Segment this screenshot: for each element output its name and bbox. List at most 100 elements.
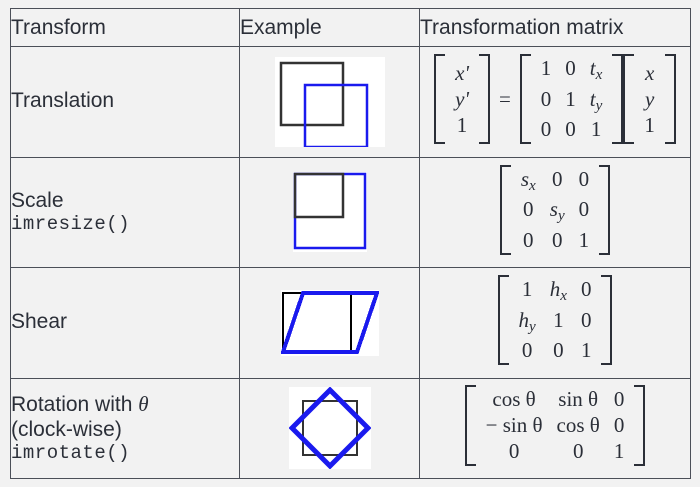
source-square-black	[293, 173, 344, 219]
m-0-0: 1	[521, 277, 533, 302]
example-cell-shear	[239, 267, 420, 379]
example-cell-translation	[239, 46, 420, 158]
table-row: Scale imresize() sx 0 0	[10, 156, 691, 268]
rotation-matrix: cos θ sin θ 0 − sin θ cos θ 0 0 0 1	[476, 385, 635, 466]
translation-matrix: 1 0 tx 0 1 ty 0 0 1	[531, 54, 613, 144]
bracket-left	[434, 54, 446, 145]
m-0-2: 0	[613, 387, 625, 412]
m-0-2: tx	[589, 56, 603, 84]
transform-label: Scale	[11, 188, 64, 212]
rotation-svg	[287, 386, 372, 470]
transform-label: Translation	[11, 89, 115, 113]
transform-name-shear: Shear	[10, 267, 240, 379]
function-name-imresize: imresize()	[11, 213, 131, 236]
table-row: Translation x' y' 1	[10, 46, 691, 158]
bracket-left	[497, 275, 509, 366]
m-0-1: sin θ	[558, 387, 599, 412]
lhs-vector: x' y' 1	[445, 59, 479, 140]
m-0-1: hx	[549, 277, 567, 305]
scaled-square-blue	[293, 173, 366, 250]
transform-name-scale: Scale imresize()	[10, 156, 240, 268]
rhs-x: x	[644, 60, 655, 85]
sheared-parallelogram-blue	[279, 290, 380, 354]
m-2-0: 0	[523, 227, 534, 252]
m-2-0: 0	[540, 117, 552, 142]
m-1-0: hy	[518, 307, 536, 335]
rhs-vector: x y 1	[634, 59, 665, 140]
bracket-right	[599, 164, 611, 255]
translation-diagram	[274, 56, 385, 148]
m-0-1: 0	[551, 166, 563, 191]
m-2-1: 0	[551, 227, 563, 252]
m-1-0: − sin θ	[485, 413, 543, 438]
example-cell-scale	[239, 156, 420, 268]
m-1-2: 0	[613, 413, 625, 438]
transform-name-translation: Translation	[10, 46, 240, 158]
scale-matrix: sx 0 0 0 sy 0 0 0 1	[511, 165, 599, 255]
m-2-1: 0	[553, 338, 564, 363]
m-1-1: sy	[549, 197, 565, 225]
m-2-2: 1	[613, 439, 625, 464]
bracket-right	[612, 54, 624, 145]
matrix-cell-scale: sx 0 0 0 sy 0 0 0 1	[419, 156, 691, 268]
column-header-transform: Transform	[10, 8, 240, 47]
bracket-left	[519, 54, 531, 145]
m-1-0: 0	[523, 197, 534, 222]
bracket-right	[601, 275, 613, 366]
example-cell-rotation	[239, 377, 420, 479]
lhs-one: 1	[456, 112, 468, 137]
column-header-example: Example	[239, 8, 420, 47]
table-row: Rotation with θ (clock-wise) imrotate() …	[10, 377, 691, 479]
rotated-square-blue	[287, 386, 372, 470]
transform-label: Shear	[11, 310, 68, 334]
shear-matrix-equation: 1 hx 0 hy 1 0 0 0 1	[497, 275, 613, 366]
transform-label: Rotation with θ	[11, 391, 149, 416]
m-0-0: sx	[520, 166, 536, 195]
bracket-right	[478, 54, 490, 145]
rhs-one: 1	[644, 112, 655, 137]
m-1-2: 0	[580, 307, 592, 332]
m-1-0: 0	[540, 86, 552, 111]
table-header-row: Transform Example Transformation matrix	[10, 8, 691, 47]
theta-symbol: θ	[138, 391, 149, 416]
m-0-0: cos θ	[492, 387, 536, 412]
lhs-y-prime: y'	[455, 86, 469, 111]
equals-sign: =	[498, 86, 511, 111]
matrix-cell-shear: 1 hx 0 hy 1 0 0 0 1	[419, 267, 691, 379]
transform-name-rotation: Rotation with θ (clock-wise) imrotate()	[10, 377, 240, 479]
bracket-right	[634, 385, 646, 467]
m-0-2: 0	[580, 277, 592, 302]
rhs-y: y	[644, 86, 655, 111]
bracket-left	[623, 54, 635, 145]
m-0-2: 0	[578, 166, 590, 191]
rotation-diagram	[287, 386, 372, 470]
m-1-1: 1	[553, 307, 564, 332]
source-square-black	[301, 400, 358, 457]
shear-matrix: 1 hx 0 hy 1 0 0 0 1	[509, 275, 602, 365]
scale-matrix-equation: sx 0 0 0 sy 0 0 0 1	[499, 164, 611, 255]
bracket-left	[499, 164, 511, 255]
lhs-x-prime: x'	[455, 60, 469, 85]
m-1-1: cos θ	[556, 413, 600, 438]
matrix-cell-rotation: cos θ sin θ 0 − sin θ cos θ 0 0 0 1	[419, 377, 691, 479]
m-0-1: 0	[565, 56, 576, 81]
m-2-1: 0	[565, 117, 576, 142]
bracket-right	[664, 54, 676, 145]
column-header-matrix: Transformation matrix	[419, 8, 691, 47]
transformation-table-container: Transform Example Transformation matrix …	[10, 8, 691, 479]
scale-svg	[293, 173, 366, 250]
translation-svg	[279, 61, 368, 148]
m-2-0: 0	[508, 439, 520, 464]
m-1-2: 0	[578, 197, 590, 222]
transform-label-line2: (clock-wise)	[11, 417, 122, 441]
translated-square-blue	[303, 83, 368, 148]
transformation-table: Transform Example Transformation matrix …	[10, 8, 691, 479]
m-0-0: 1	[540, 56, 552, 81]
m-2-2: 1	[590, 117, 602, 142]
shear-svg	[279, 290, 380, 354]
table-row: Shear 1 hx 0 hy	[10, 267, 691, 379]
source-square-black	[279, 61, 344, 126]
shear-diagram	[279, 289, 380, 356]
m-2-2: 1	[578, 227, 590, 252]
rotation-matrix-equation: cos θ sin θ 0 − sin θ cos θ 0 0 0 1	[464, 385, 646, 467]
